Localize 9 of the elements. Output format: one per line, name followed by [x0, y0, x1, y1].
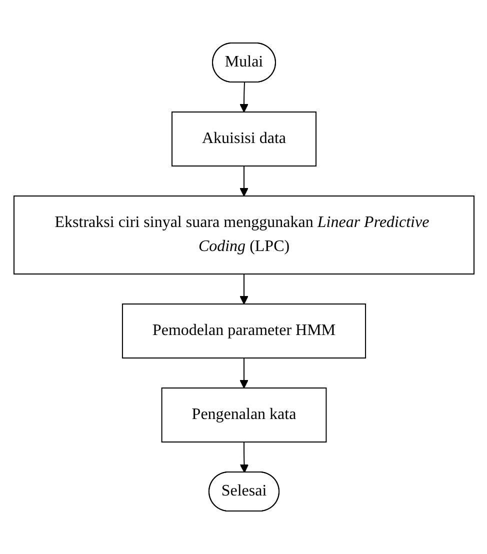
- node-box: Pemodelan parameter HMM: [121, 304, 366, 358]
- node-box: Pengenalan kata: [160, 388, 326, 442]
- arrow: [239, 274, 248, 304]
- arrow: [239, 166, 248, 196]
- node-box: Ekstraksi ciri sinyal suara menggunakan Linear Predictive Coding (LPC): [13, 196, 474, 274]
- node-box: Akuisisi data: [171, 112, 316, 166]
- arrow: [239, 358, 248, 388]
- arrow: [239, 442, 248, 473]
- arrow: [239, 82, 248, 112]
